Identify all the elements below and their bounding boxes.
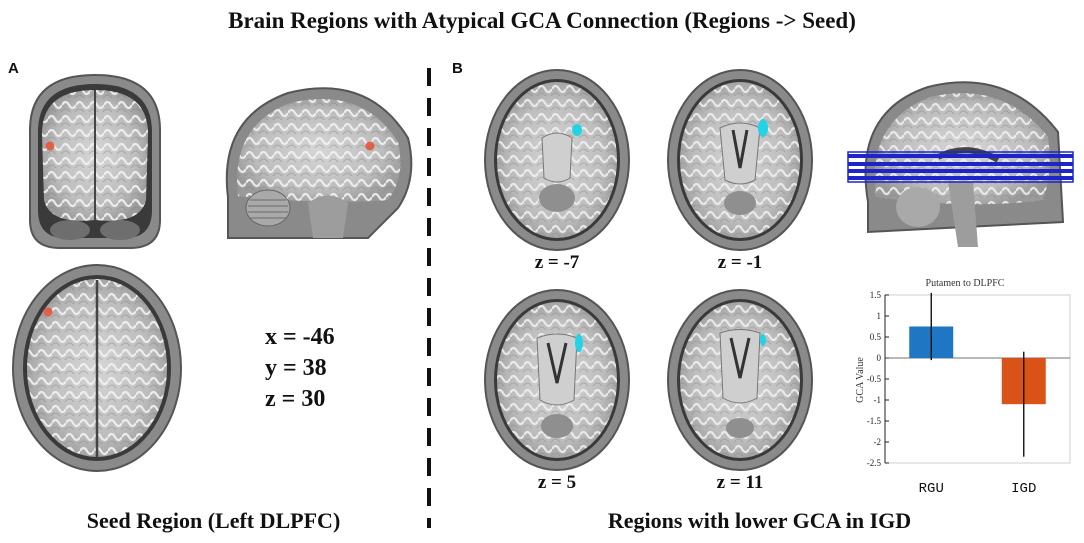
chart-title: Putamen to DLPFC	[926, 278, 1005, 289]
y-tick-label: -2.5	[867, 458, 882, 468]
y-tick-label: -0.5	[867, 374, 882, 384]
x-tick-label: IGD	[1011, 481, 1036, 497]
sagittal-brain-image	[225, 87, 413, 239]
slice-label-4: z = 11	[716, 472, 764, 493]
x-tick-label: RGU	[919, 481, 944, 497]
slice-line	[848, 169, 1073, 173]
axial-slice-1	[484, 69, 630, 251]
slice-label-1: z = -7	[534, 252, 580, 273]
figure-title: Brain Regions with Atypical GCA Connecti…	[228, 8, 856, 33]
axial-slice-2	[667, 69, 813, 251]
cluster-marker	[575, 334, 583, 352]
cluster-marker	[760, 334, 766, 346]
slice-label-3: z = 5	[537, 472, 577, 493]
panel-divider	[427, 68, 431, 528]
coord-y: y = 38	[265, 355, 327, 381]
chart-y-axis-label: GCA Value	[855, 357, 866, 403]
panel-b-label: B	[452, 60, 463, 77]
cluster-marker	[758, 119, 768, 137]
panel-a-label: A	[8, 60, 19, 77]
cluster-marker	[572, 124, 582, 136]
y-tick-label: 1	[877, 311, 882, 321]
seed-coordinates: x = -46 y = 38 z = 30	[265, 322, 335, 415]
axial-slice-4	[667, 289, 813, 471]
slice-line	[848, 176, 1073, 180]
seed-marker	[45, 141, 55, 151]
coronal-brain-image	[29, 73, 161, 249]
bar-chart: Putamen to DLPFC GCA Value -2.5 -2 -1.5 -1 -…	[855, 278, 1071, 497]
seed-marker-sagittal	[365, 141, 375, 151]
panel-a-caption: Seed Region (Left DLPFC)	[86, 508, 341, 533]
axial-brain-image	[12, 264, 182, 472]
y-tick-label: -2	[874, 437, 882, 447]
y-tick-label: -1.5	[867, 416, 882, 426]
axial-slice-3	[484, 289, 630, 471]
sagittal-slice-locator	[847, 81, 1074, 247]
slice-label-2: z = -1	[717, 252, 763, 273]
coord-x: x = -46	[265, 324, 335, 350]
y-tick-label: 0.5	[870, 332, 882, 342]
y-tick-label: 0	[877, 353, 882, 363]
slice-line	[848, 154, 1073, 158]
y-tick-label: -1	[874, 395, 882, 405]
coord-z: z = 30	[265, 386, 326, 412]
y-tick-label: 1.5	[870, 290, 882, 300]
slice-line	[848, 162, 1073, 166]
seed-marker-axial	[43, 307, 53, 317]
panel-b-caption: Regions with lower GCA in IGD	[607, 508, 912, 533]
